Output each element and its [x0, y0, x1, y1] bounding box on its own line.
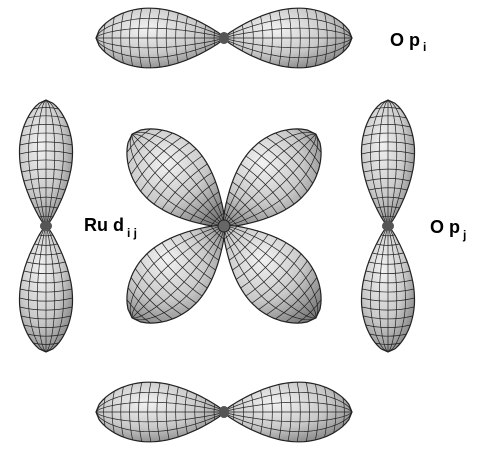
label-o-pj-sub: j	[462, 228, 466, 242]
orbital-lobe	[224, 382, 352, 442]
orbital-lobe	[362, 226, 415, 352]
orbital-lobe	[20, 100, 73, 226]
d-orbital-lobe	[223, 129, 321, 227]
orbital-node	[219, 406, 229, 418]
orbital-lobe	[20, 226, 73, 352]
label-o-pi-main: O p	[390, 30, 420, 50]
d-orbital-lobe	[223, 225, 321, 323]
label-ru-dij-sub: i j	[127, 226, 137, 240]
o-p-orbital-bottom	[96, 382, 352, 442]
o-p-orbital-left	[20, 100, 73, 352]
label-ru-dij-main: Ru d	[84, 215, 124, 235]
orbital-lobe	[224, 8, 352, 68]
orbital-node	[219, 32, 229, 44]
d-orbital-lobe	[127, 225, 225, 323]
d-orbital-lobe	[127, 129, 225, 227]
o-p-orbital-right	[362, 100, 415, 352]
ru-d-orbital	[127, 129, 321, 323]
orbital-lobe	[96, 382, 224, 442]
orbital-node	[382, 221, 394, 231]
label-o-pj-main: O p	[430, 217, 460, 237]
o-p-orbital-top	[96, 8, 352, 68]
orbital-lobe	[362, 100, 415, 226]
orbital-node	[40, 221, 52, 231]
label-o-pi-sub: i	[423, 40, 426, 54]
orbital-lobe	[96, 8, 224, 68]
ru-nucleus	[218, 220, 230, 232]
